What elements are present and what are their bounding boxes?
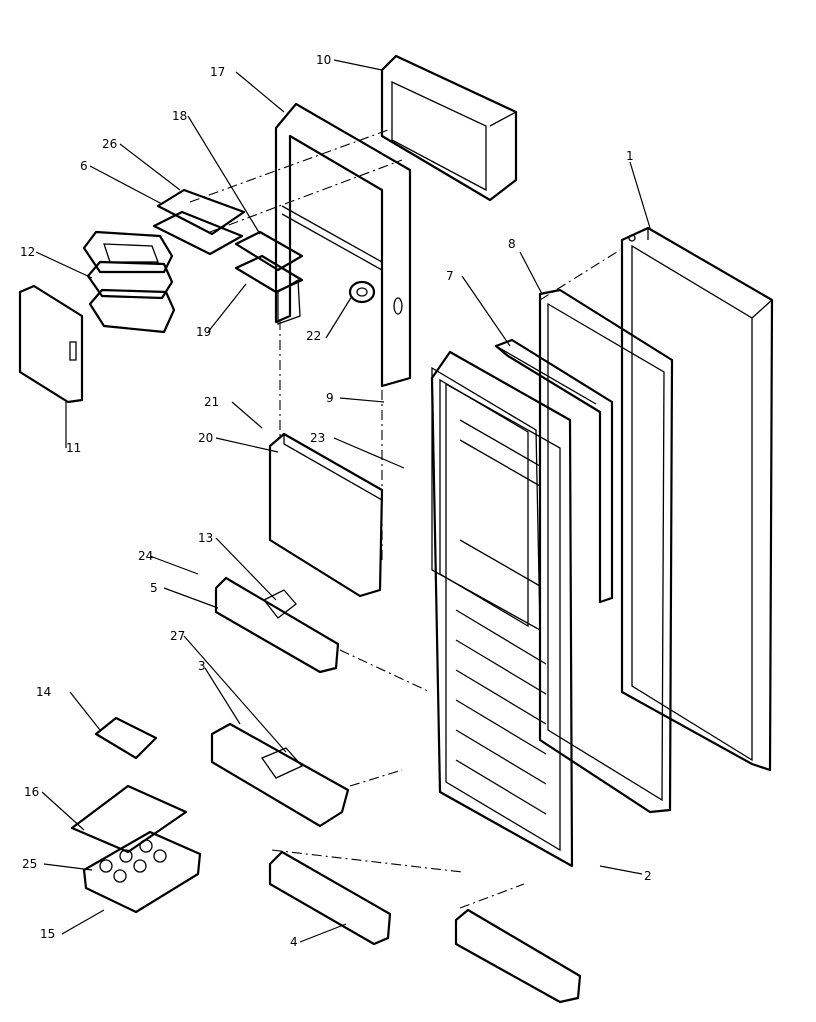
part-26-pan <box>152 188 246 256</box>
label-11: 11 <box>66 441 81 455</box>
part-14-tray <box>94 716 158 760</box>
part-18-19-brackets <box>234 230 304 325</box>
part-20-chute-cover <box>268 432 384 598</box>
label-18: 18 <box>172 109 187 123</box>
label-1: 1 <box>626 149 634 163</box>
label-22: 22 <box>306 329 321 343</box>
label-12: 12 <box>20 245 35 259</box>
label-25: 25 <box>22 857 37 871</box>
part-17-dispenser-frame <box>274 102 412 388</box>
label-19: 19 <box>196 325 211 339</box>
part-16-tray-cover <box>70 784 188 854</box>
part-8-door-gasket <box>538 288 674 814</box>
part-22-actuator <box>348 280 376 304</box>
label-16: 16 <box>24 785 39 799</box>
label-5: 5 <box>150 581 158 595</box>
label-10: 10 <box>316 53 331 67</box>
label-26: 26 <box>102 137 117 151</box>
part-2-inner-liner <box>430 350 574 868</box>
part-7-breaker-frame <box>494 338 614 604</box>
label-27: 27 <box>170 629 185 643</box>
part-bottom-bin-right <box>454 908 582 1004</box>
part-5-bin <box>214 576 340 674</box>
label-6: 6 <box>80 159 88 173</box>
part-15-ice-tray <box>82 830 202 914</box>
label-21: 21 <box>204 395 219 409</box>
label-7: 7 <box>446 269 454 283</box>
label-20: 20 <box>198 431 213 445</box>
part-3-door-shelf <box>210 722 350 828</box>
part-12-containers <box>82 230 176 334</box>
label-2: 2 <box>644 869 652 883</box>
label-8: 8 <box>508 237 516 251</box>
part-4-bottom-bin <box>268 850 392 946</box>
assembly-lines <box>189 129 621 909</box>
leader-lines <box>35 59 651 943</box>
part-11-small-door <box>18 284 84 404</box>
label-14: 14 <box>36 685 51 699</box>
part-10-chute-housing <box>380 54 518 202</box>
label-23: 23 <box>310 431 325 445</box>
label-24: 24 <box>138 549 153 563</box>
label-9: 9 <box>326 391 334 405</box>
label-15: 15 <box>40 927 55 941</box>
label-4: 4 <box>290 935 298 949</box>
part-1-outer-door-panel <box>620 226 774 772</box>
part-labels: 1 2 3 4 5 6 7 8 9 10 11 12 13 14 15 16 1… <box>20 53 652 949</box>
label-13: 13 <box>198 531 213 545</box>
label-17: 17 <box>210 65 225 79</box>
label-3: 3 <box>198 659 206 673</box>
